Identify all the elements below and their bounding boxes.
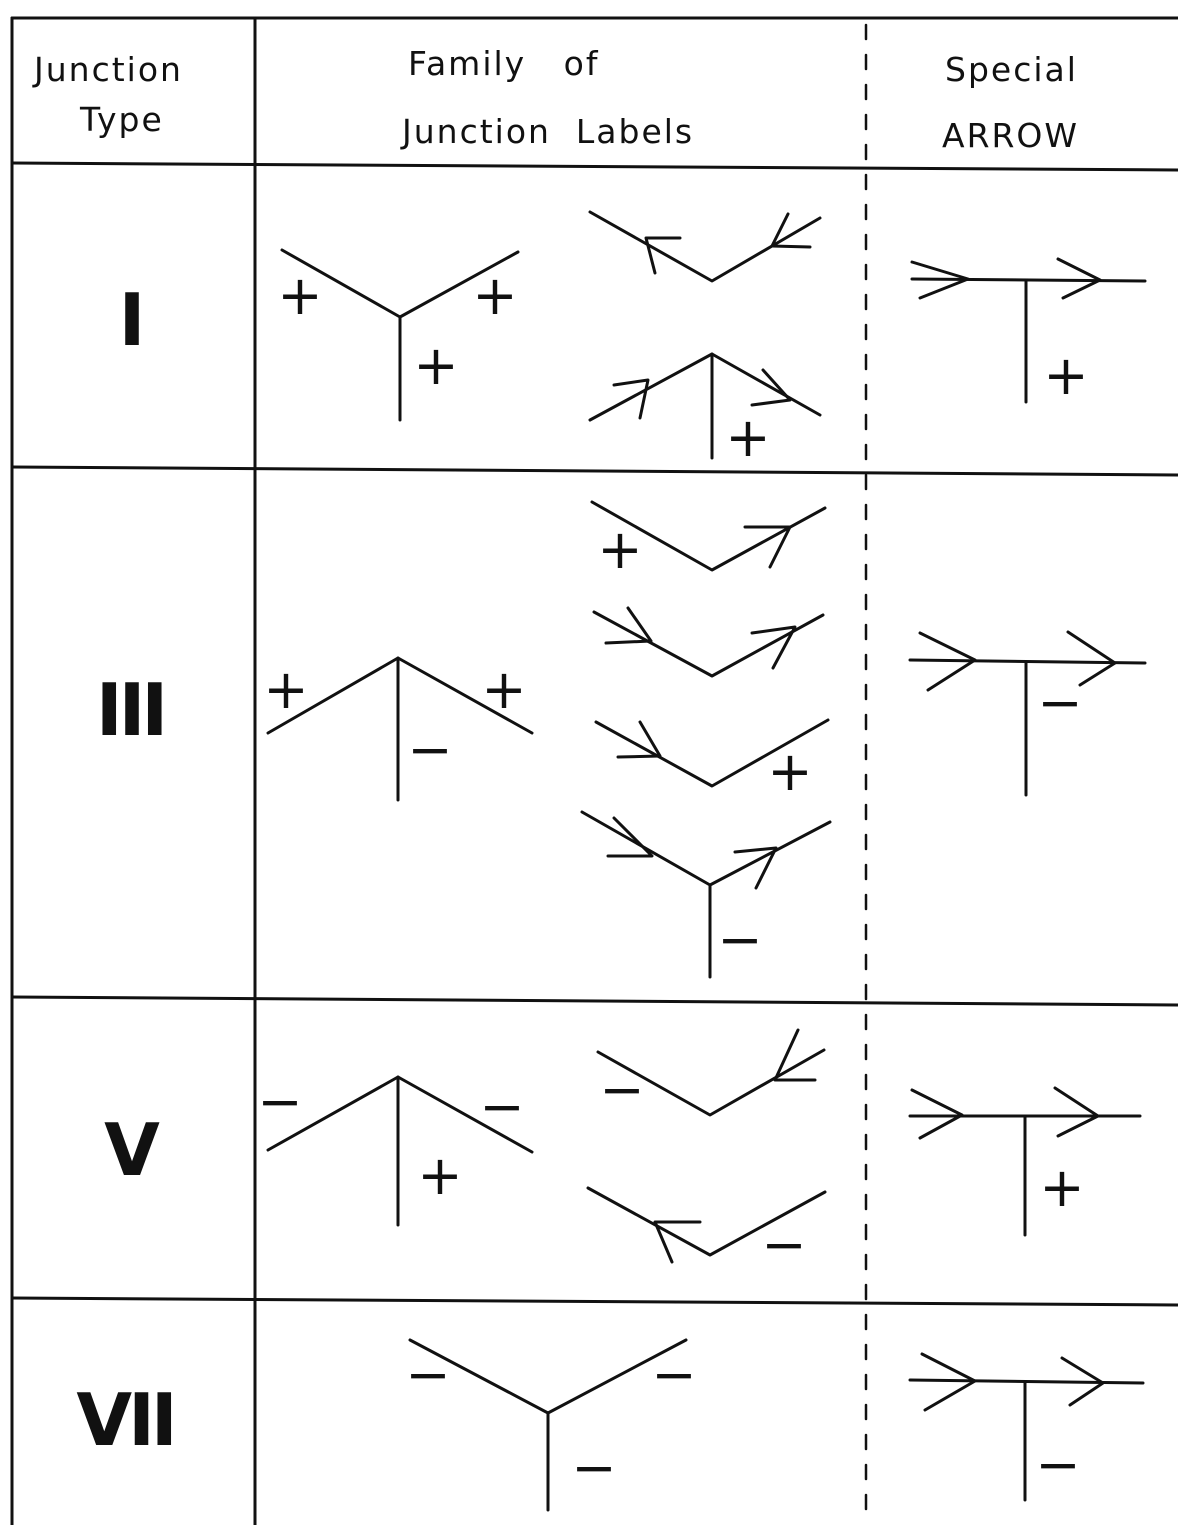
- row1-special-arrow: [910, 257, 1147, 404]
- header-junction-type-line1: Junction: [34, 50, 183, 89]
- minus-label: −: [1035, 1433, 1081, 1496]
- header-family-line2: Junction Labels: [402, 112, 695, 151]
- row7-fork-junction: [408, 1338, 688, 1512]
- minus-label: −: [407, 718, 453, 781]
- row-divider-2: [10, 995, 1178, 1007]
- plus-label: +: [597, 518, 643, 581]
- minus-label: −: [761, 1213, 807, 1276]
- row5-family-b: [586, 1186, 827, 1264]
- row-divider-1: [10, 465, 1178, 477]
- row5-family-a: [596, 1028, 826, 1117]
- minus-label: −: [479, 1075, 525, 1138]
- plus-label: +: [472, 264, 518, 327]
- row1-fork-junction: [280, 248, 520, 422]
- minus-label: −: [717, 908, 763, 971]
- header-bottom-border: [10, 161, 1178, 172]
- row-divider-3: [10, 1296, 1178, 1307]
- plus-label: +: [725, 406, 771, 469]
- plus-label: +: [277, 264, 323, 327]
- row-label-I: I: [118, 278, 146, 362]
- minus-label: −: [1037, 671, 1083, 734]
- row3-special-arrow: [908, 630, 1147, 797]
- minus-label: −: [257, 1070, 303, 1133]
- row-label-VII: VII: [76, 1378, 177, 1462]
- header-junction-type-line2: Type: [80, 100, 164, 139]
- row1-family-arrow-b: [588, 352, 822, 460]
- header-special-line1: Special: [945, 50, 1078, 89]
- plus-label: +: [1039, 1156, 1085, 1219]
- plus-label: +: [413, 334, 459, 397]
- row3-arrow-junction: [266, 656, 534, 802]
- minus-label: −: [405, 1343, 451, 1406]
- minus-label: −: [571, 1436, 617, 1499]
- row3-family-c: [594, 718, 830, 788]
- row1-family-arrow-a: [588, 210, 822, 283]
- header-family-line1: Family of: [408, 44, 600, 83]
- row3-family-d: [580, 810, 832, 979]
- header-special-line2: ARROW: [942, 116, 1080, 155]
- plus-label: +: [263, 658, 309, 721]
- minus-label: −: [599, 1058, 645, 1121]
- row-label-V: V: [104, 1108, 160, 1192]
- minus-label: −: [651, 1343, 697, 1406]
- plus-label: +: [481, 658, 527, 721]
- row7-special-arrow: [908, 1352, 1145, 1502]
- row3-family-b: [592, 606, 825, 678]
- row5-special-arrow: [908, 1086, 1142, 1237]
- plus-label: +: [767, 740, 813, 803]
- plus-label: +: [1043, 344, 1089, 407]
- row3-family-a: [590, 500, 827, 572]
- row-label-III: III: [95, 668, 168, 752]
- plus-label: +: [417, 1144, 463, 1207]
- row5-arrow-junction: [266, 1075, 534, 1227]
